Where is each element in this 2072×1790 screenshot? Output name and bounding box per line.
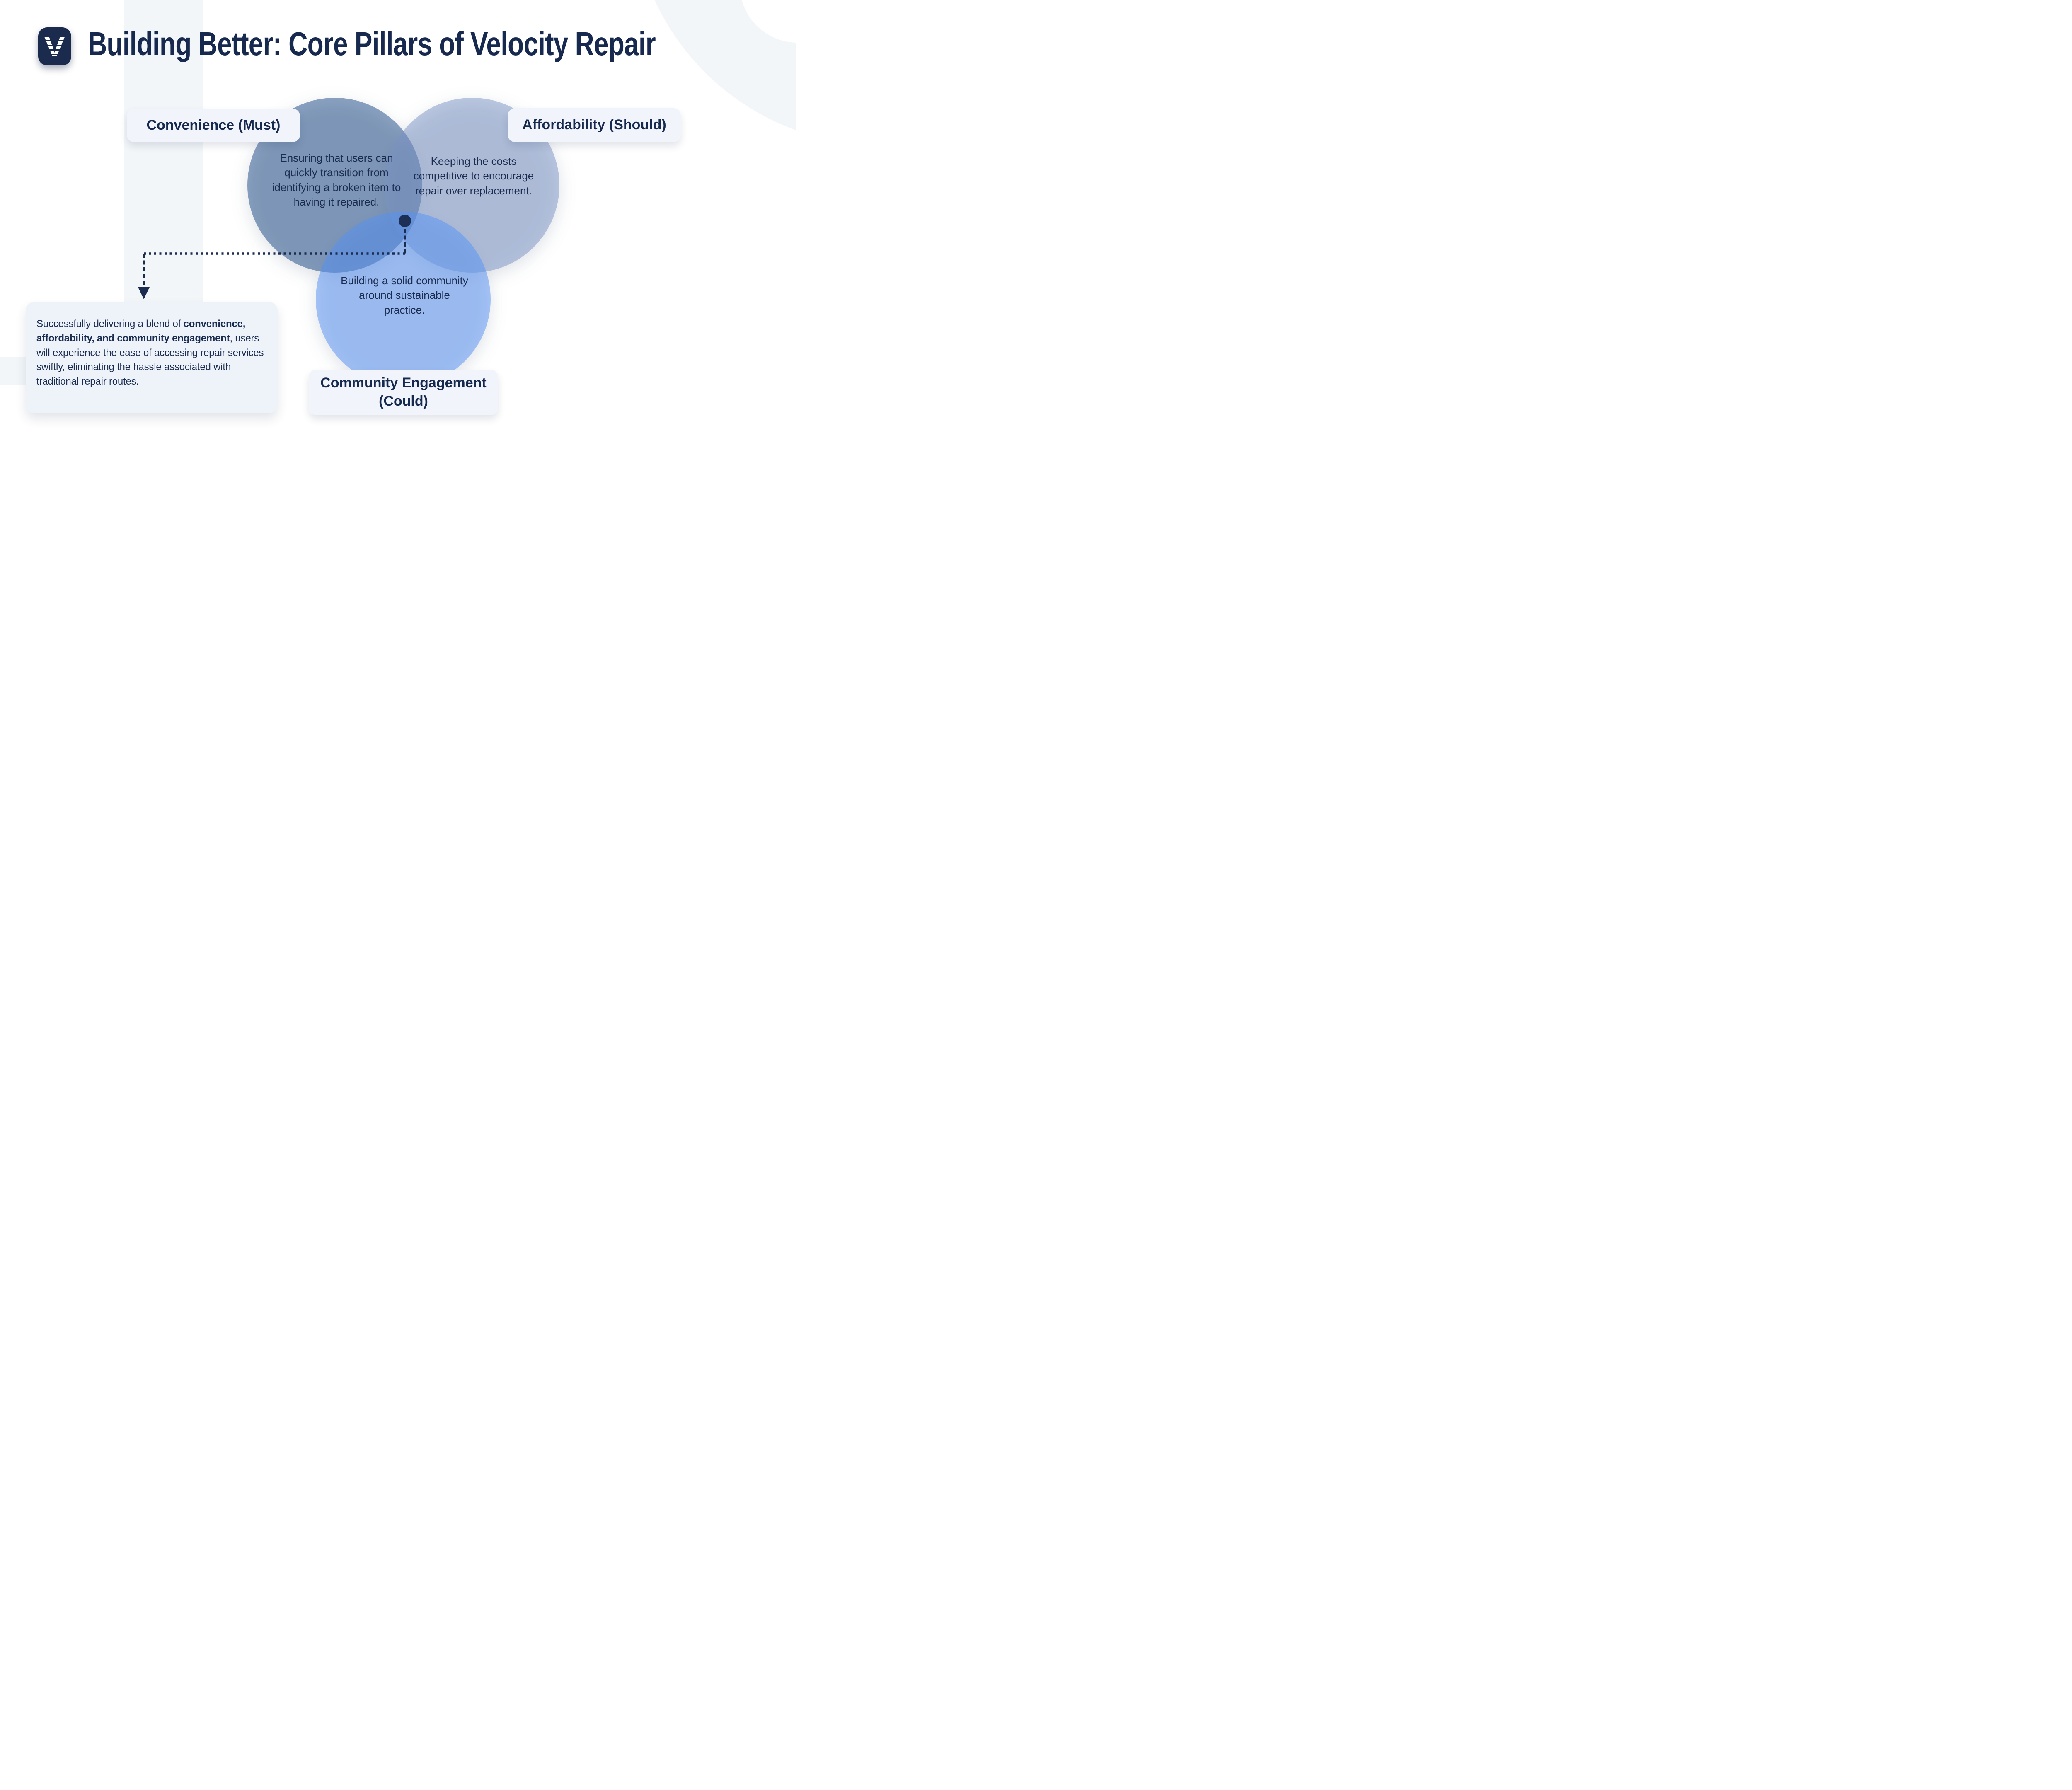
venn-circle-community [316,212,491,387]
background-corner-cutout [741,0,796,43]
background-j-stripe [0,0,203,385]
label-community: Community Engagement (Could) [309,370,498,415]
callout-text-prefix: Successfully delivering a blend of [36,318,184,329]
velocity-logo-icon: V [38,27,71,65]
callout-text-bold: convenience, affordability, and communit… [36,318,246,344]
label-convenience: Convenience (Must) [127,109,300,142]
arrow-down-icon [138,287,150,299]
page-title: Building Better: Core Pillars of Velocit… [88,25,656,62]
background-corner-blob [654,0,796,130]
connector-overlay [138,215,411,299]
affordability-description: Keeping the costs competitive to encoura… [413,155,534,197]
label-affordability: Affordability (Should) [508,108,681,142]
summary-callout: Successfully delivering a blend of conve… [26,302,278,413]
community-description: Building a solid community around sustai… [341,274,468,316]
callout-text-suffix: , users will experience the ease of acce… [36,332,264,387]
background-decoration [0,0,796,385]
logo-letter: V [44,31,65,62]
slide: V Building Better: Core Pillars of Veloc… [0,0,796,448]
venn-center-dot [399,215,411,227]
convenience-description: Ensuring that users can quickly transiti… [272,152,401,208]
